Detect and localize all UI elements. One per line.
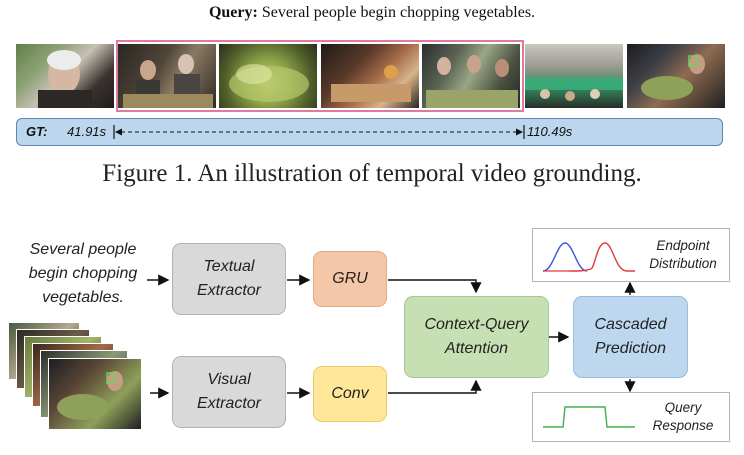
video-frame-4 xyxy=(321,44,419,108)
group-at-table-image xyxy=(426,55,518,108)
people-chopping-image xyxy=(123,54,213,108)
man-portrait-image xyxy=(38,50,92,108)
video-frame-2 xyxy=(118,44,216,108)
video-frame-7 xyxy=(627,44,725,108)
gt-start-time: 41.91s xyxy=(67,124,107,139)
cutting-board-image xyxy=(331,65,411,102)
query-response-curve xyxy=(543,406,635,428)
visual-extractor-line-1: Visual xyxy=(207,371,251,388)
video-frame-3 xyxy=(219,44,317,108)
gt-end-time: 110.49s xyxy=(527,124,573,139)
bowl-serving-image xyxy=(57,371,123,420)
query-response-curve-chart xyxy=(543,406,635,428)
query-prefix: Query: xyxy=(208,4,258,21)
endpoint-distribution-curves xyxy=(542,242,635,272)
video-frame-1 xyxy=(16,44,114,108)
cascaded-prediction-line-2: Prediction xyxy=(594,340,667,357)
diagram-query-text: Several people begin chopping vegetables… xyxy=(8,238,158,310)
stacked-frame-front xyxy=(48,358,142,430)
query-text: Several people begin chopping vegetables… xyxy=(261,4,536,21)
cqa-line-2: Attention xyxy=(444,340,509,357)
gru-box: GRU xyxy=(313,251,387,307)
conv-box: Conv xyxy=(313,366,387,422)
cascaded-prediction-box: Cascaded Prediction xyxy=(573,296,688,378)
textual-extractor-line-1: Textual xyxy=(203,258,255,275)
gt-label: GT: xyxy=(26,124,48,139)
query-response-line-2: Response xyxy=(652,418,714,433)
ground-truth-highlight-box xyxy=(116,40,524,112)
crowd-hall-image xyxy=(525,78,623,101)
query-response-line-1: Query xyxy=(664,400,702,415)
query-text-line-2: begin chopping xyxy=(28,265,138,282)
start-distribution-curve xyxy=(542,242,588,272)
endpoint-label-line-2: Distribution xyxy=(649,256,717,271)
visual-extractor-line-2: Extractor xyxy=(196,395,261,412)
figure-caption: Figure 1. An illustration of temporal vi… xyxy=(102,160,642,187)
end-distribution-curve xyxy=(568,242,635,272)
textual-extractor-box: Textual Extractor xyxy=(172,243,286,315)
query-response-panel: Query Response xyxy=(532,392,730,442)
video-frame-5 xyxy=(422,44,520,108)
visual-extractor-box: Visual Extractor xyxy=(172,356,286,428)
bowl-serving-image xyxy=(641,54,705,100)
endpoint-distribution-panel: Endpoint Distribution xyxy=(532,228,730,282)
query-line: Query: Several people begin chopping veg… xyxy=(0,4,744,22)
video-frame-6 xyxy=(525,44,623,108)
cascaded-prediction-line-1: Cascaded xyxy=(594,316,667,333)
query-text-line-3: vegetables. xyxy=(42,289,124,306)
endpoint-distribution-label: Endpoint Distribution xyxy=(637,237,729,273)
cqa-line-1: Context-Query xyxy=(424,316,529,333)
endpoint-label-line-1: Endpoint xyxy=(656,238,710,253)
chopped-vegetables-image xyxy=(229,64,309,102)
query-text-line-1: Several people xyxy=(29,241,137,258)
gt-span-arrow xyxy=(113,125,525,139)
textual-extractor-line-2: Extractor xyxy=(196,282,261,299)
context-query-attention-box: Context-Query Attention xyxy=(404,296,549,378)
ground-truth-bar: GT: 41.91s 110.49s xyxy=(16,118,723,146)
query-response-label: Query Response xyxy=(637,399,729,435)
video-frame-stack xyxy=(8,322,153,434)
